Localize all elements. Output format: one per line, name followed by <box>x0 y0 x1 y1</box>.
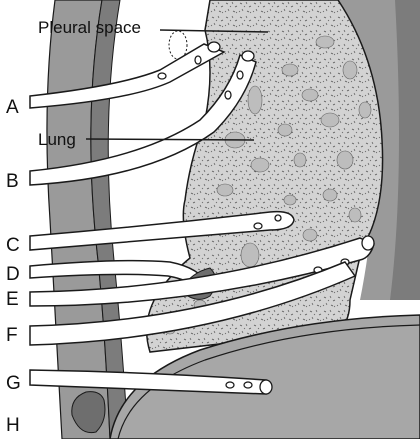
tube-a-hole-2 <box>158 73 166 79</box>
label-h: H <box>6 415 20 436</box>
tube-c-hole-2 <box>275 215 281 221</box>
tube-b-hole <box>237 71 243 79</box>
tube-a-hole <box>195 56 201 64</box>
label-lung: Lung <box>38 130 76 149</box>
tube-a-tip <box>208 42 220 52</box>
tube-g-hole <box>244 382 252 388</box>
tube-g-tip <box>260 380 272 394</box>
tube-b-hole-2 <box>225 91 231 99</box>
label-a: A <box>6 97 19 118</box>
label-d: D <box>6 264 20 285</box>
tube-c-hole <box>254 223 262 229</box>
label-c: C <box>6 235 20 256</box>
label-g: G <box>6 373 21 394</box>
tube-e-tip <box>362 236 374 250</box>
tube-g-hole-2 <box>226 382 234 388</box>
tube-b-tip <box>242 51 254 61</box>
label-e: E <box>6 289 19 310</box>
leader-lung <box>86 139 254 140</box>
label-f: F <box>6 325 18 346</box>
label-pleural-space: Pleural space <box>38 18 141 37</box>
label-b: B <box>6 171 19 192</box>
